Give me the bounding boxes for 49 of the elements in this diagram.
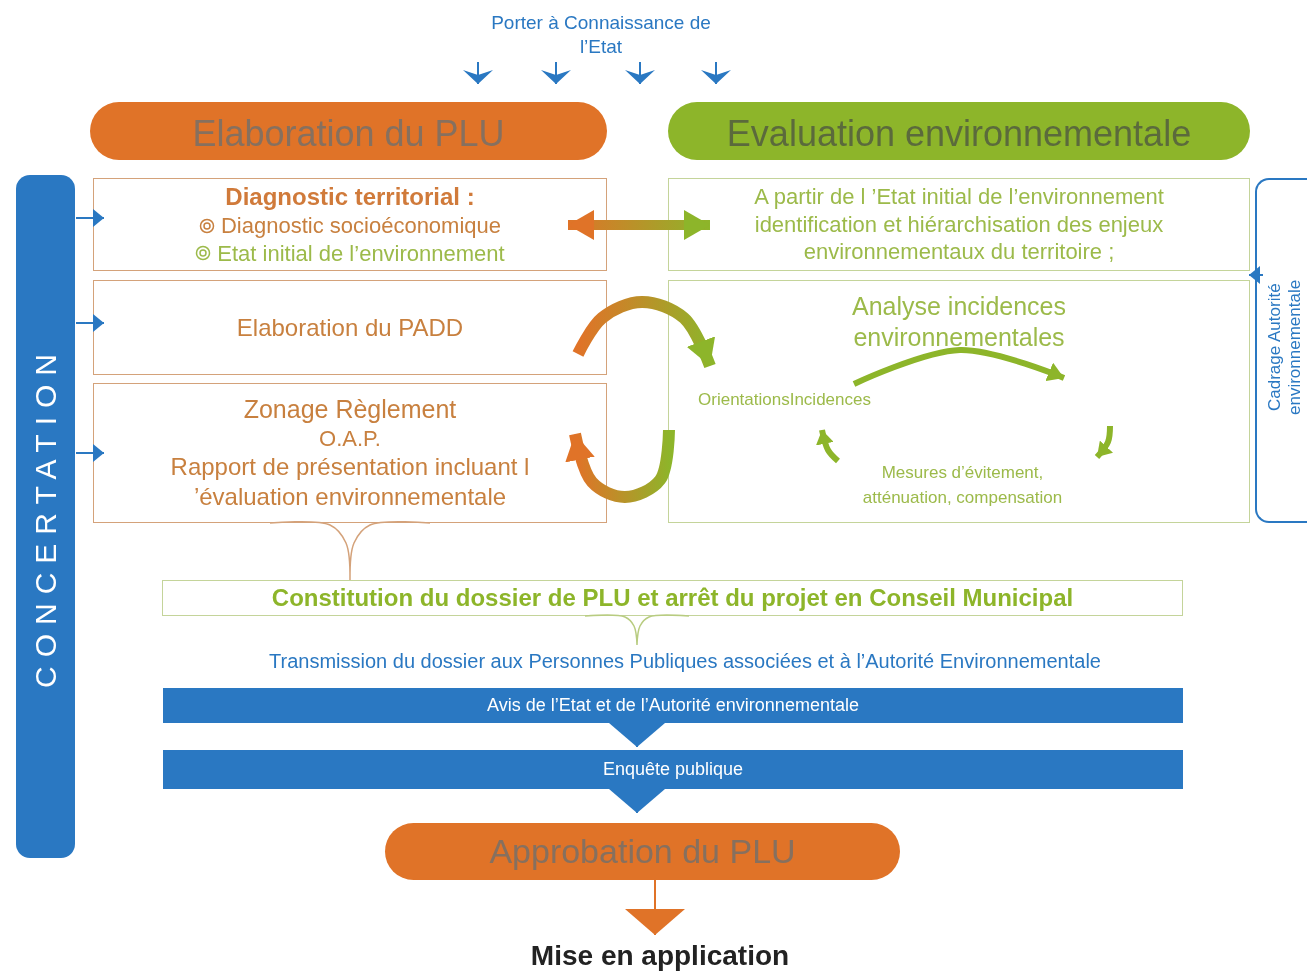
arrow bbox=[852, 347, 1066, 387]
arrow bbox=[568, 210, 710, 240]
node-label: Mesures d’évitement, atténuation, compensation bbox=[820, 458, 1105, 512]
label-text: CONCERTATION bbox=[30, 345, 61, 688]
node-label: OrientationsIncidences bbox=[672, 387, 897, 413]
arrow bbox=[815, 429, 841, 464]
box-heading: Elaboration du PADD bbox=[236, 312, 464, 343]
arrow bbox=[542, 61, 570, 85]
bracket-box bbox=[1255, 178, 1307, 523]
label-text: Avis de l’Etat et de l’Autorité environnementale bbox=[487, 694, 859, 717]
box-heading: Analyse incidences environnementales bbox=[851, 291, 1067, 354]
step-bar bbox=[163, 688, 1183, 723]
node-label: Mise en application bbox=[480, 938, 840, 974]
arrow bbox=[464, 61, 492, 85]
process-box bbox=[162, 580, 1183, 616]
label-text: Cadrage Autorité environnementale bbox=[1265, 278, 1305, 418]
arrow bbox=[75, 209, 105, 227]
process-box bbox=[668, 178, 1250, 271]
arrow bbox=[1248, 266, 1264, 284]
box-text: O.A.P. bbox=[319, 424, 381, 453]
label-text: Elaboration du PLU bbox=[192, 111, 505, 156]
box-text: Diagnostic socioéconomique bbox=[220, 212, 502, 240]
side-bar bbox=[16, 175, 75, 858]
process-box bbox=[668, 280, 1250, 523]
process-box bbox=[93, 178, 607, 271]
box-text: Rapport de présentation incluant l ’évaluation environnementale bbox=[169, 452, 531, 513]
process-box bbox=[93, 280, 607, 375]
label-text: Evaluation environnementale bbox=[726, 111, 1192, 156]
arrow bbox=[75, 314, 105, 332]
process-banner bbox=[90, 102, 607, 160]
box-heading: A partir de l ’Etat initial de l’environnement identification et hiérarchisation des enjeux environnementaux du territoire ; bbox=[753, 183, 1165, 266]
label-text: Enquête publique bbox=[602, 758, 744, 781]
process-banner bbox=[385, 823, 900, 880]
label-text: Approbation du PLU bbox=[489, 831, 796, 873]
brace-connector bbox=[584, 614, 690, 646]
arrow bbox=[702, 61, 730, 85]
box-text: Etat initial de l’environnement bbox=[217, 239, 505, 267]
box-heading: Diagnostic territorial : bbox=[225, 182, 475, 212]
arrow bbox=[75, 444, 105, 462]
brace-connector bbox=[269, 520, 431, 581]
node-label: Transmission du dossier aux Personnes Publiques associées et à l’Autorité Environnementale bbox=[110, 645, 1260, 677]
node-label: Porter à Connaissance de l’Etat bbox=[486, 8, 716, 62]
arrow bbox=[1094, 425, 1113, 459]
box-heading: Constitution du dossier de PLU et arrêt du projet en Conseil Municipal bbox=[271, 583, 1074, 613]
box-heading: Zonage Règlement bbox=[243, 393, 457, 425]
process-banner bbox=[668, 102, 1250, 160]
step-bar bbox=[163, 750, 1183, 789]
arrow bbox=[626, 61, 654, 85]
process-box bbox=[93, 383, 607, 523]
